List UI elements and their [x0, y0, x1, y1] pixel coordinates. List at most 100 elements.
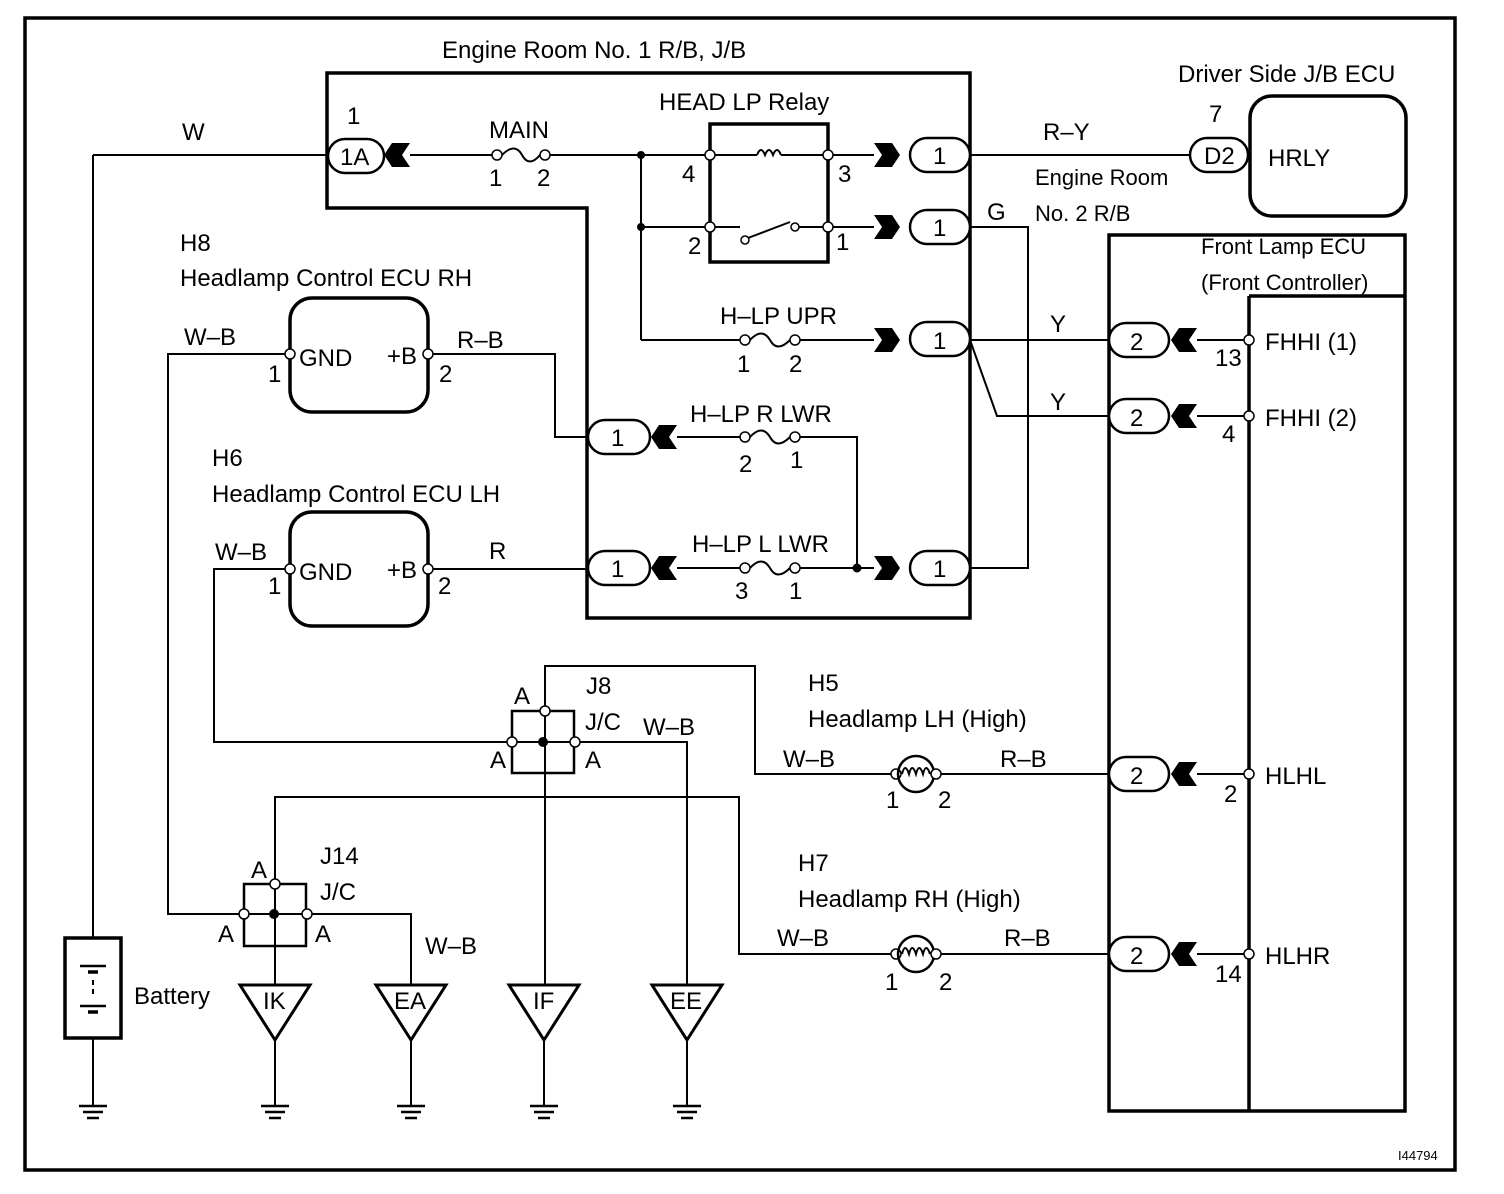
wire-r-b-h8	[433, 353, 588, 438]
terminal-hlhl: HLHL	[1265, 763, 1326, 790]
h8-code: H8	[180, 230, 211, 257]
svg-text:1: 1	[268, 573, 281, 600]
ground-if: IF	[506, 983, 582, 1120]
fuse-h-lp-upr-label: H–LP UPR	[720, 303, 837, 330]
svg-text:IK: IK	[263, 988, 286, 1015]
ecu-connector-fhhi2: 2 4 FHHI (2)	[1107, 397, 1357, 448]
connector-1-upr: 1	[908, 320, 972, 358]
svg-text:+B: +B	[387, 557, 417, 584]
terminal-fhhi1: FHHI (1)	[1265, 329, 1357, 356]
head-lp-relay-label: HEAD LP Relay	[659, 89, 829, 116]
svg-text:A: A	[315, 921, 331, 948]
svg-text:1: 1	[737, 351, 750, 378]
fuse-main: MAIN 1 2	[410, 117, 709, 192]
svg-text:1: 1	[933, 143, 946, 170]
h6-code: H6	[212, 445, 243, 472]
svg-text:2: 2	[1130, 405, 1143, 432]
connector-1-out-rly: 1	[908, 136, 972, 174]
battery: Battery	[63, 936, 210, 1120]
svg-text:3: 3	[735, 578, 748, 605]
ground-ik: IK	[237, 983, 313, 1120]
svg-text:J14: J14	[320, 843, 359, 870]
svg-text:IF: IF	[533, 988, 554, 1015]
wire-label-y: Y	[1050, 389, 1066, 416]
svg-text:A: A	[251, 857, 267, 884]
engine-room-2-label: Engine Room	[1035, 165, 1168, 190]
headlamp-control-ecu-rh: GND +B 1 2	[268, 296, 452, 414]
svg-text:GND: GND	[299, 345, 352, 372]
ecu-connector-fhhi1: 2 13 FHHI (1)	[1107, 321, 1357, 372]
outer-frame	[23, 16, 1457, 1172]
connector-1-llwr-in: 1	[586, 549, 652, 587]
wire-label-w-b: W–B	[184, 324, 236, 351]
fuse-h-lp-r-lwr: H–LP R LWR 2 1	[651, 401, 858, 568]
front-lamp-ecu-label-2: (Front Controller)	[1201, 270, 1368, 295]
wire-w-b-h6	[213, 568, 512, 743]
wire-label-g: G	[987, 199, 1006, 226]
svg-text:2: 2	[739, 451, 752, 478]
svg-text:1: 1	[790, 447, 803, 474]
engine-room-rb1-label: Engine Room No. 1 R/B, J/B	[442, 37, 746, 64]
wire-label-r-y: R–Y	[1043, 119, 1090, 146]
junction-connector-j8: J8 J/C W–B A A A	[490, 673, 695, 1040]
svg-text:7: 7	[1209, 101, 1222, 128]
svg-text:W–B: W–B	[425, 933, 477, 960]
pin-1a-number: 1	[347, 103, 360, 130]
svg-text:1: 1	[489, 165, 502, 192]
driver-side-jb-ecu: Driver Side J/B ECU HRLY	[1178, 61, 1408, 218]
h7-name: Headlamp RH (High)	[798, 886, 1021, 913]
head-lp-relay: HEAD LP Relay 4 3 2 1	[659, 89, 851, 264]
fuse-h-lp-l-lwr: H–LP L LWR 3 1	[651, 531, 900, 605]
svg-text:2: 2	[439, 361, 452, 388]
wire-label-r-b: R–B	[457, 327, 504, 354]
svg-text:3: 3	[838, 161, 851, 188]
connector-1-rlwr: 1	[586, 418, 652, 456]
svg-text:4: 4	[1222, 421, 1235, 448]
svg-text:W–B: W–B	[777, 925, 829, 952]
svg-text:14: 14	[1215, 961, 1242, 988]
svg-text:2: 2	[438, 573, 451, 600]
svg-text:2: 2	[688, 233, 701, 260]
svg-text:+B: +B	[387, 343, 417, 370]
svg-text:GND: GND	[299, 559, 352, 586]
svg-text:A: A	[218, 921, 234, 948]
h7-code: H7	[798, 850, 829, 877]
driver-jb-ecu-label: Driver Side J/B ECU	[1178, 61, 1395, 88]
front-lamp-ecu: Front Lamp ECU (Front Controller)	[1107, 233, 1407, 1113]
wire-y-2	[969, 339, 1108, 417]
fuse-h-lp-l-lwr-label: H–LP L LWR	[692, 531, 829, 558]
wire-g	[970, 226, 1029, 569]
svg-text:4: 4	[682, 161, 695, 188]
svg-text:EA: EA	[394, 988, 426, 1015]
svg-text:R–B: R–B	[1004, 925, 1051, 952]
wire-label-w-b: W–B	[215, 539, 267, 566]
svg-text:1: 1	[933, 215, 946, 242]
svg-text:2: 2	[939, 969, 952, 996]
svg-text:1: 1	[611, 425, 624, 452]
svg-text:A: A	[585, 747, 601, 774]
fuse-h-lp-upr: H–LP UPR 1 2	[641, 303, 900, 378]
svg-text:A: A	[514, 683, 530, 710]
svg-text:2: 2	[1130, 943, 1143, 970]
svg-text:2: 2	[537, 165, 550, 192]
junction-connector-j14: J14 J/C W–B A A A	[218, 843, 477, 985]
wire-label-r: R	[489, 538, 506, 565]
ground-ea: EA	[373, 983, 449, 1120]
svg-text:1A: 1A	[340, 144, 369, 171]
svg-text:W–B: W–B	[643, 714, 695, 741]
svg-text:1: 1	[933, 556, 946, 583]
svg-text:2: 2	[1224, 781, 1237, 808]
svg-text:1: 1	[268, 361, 281, 388]
svg-text:1: 1	[886, 787, 899, 814]
svg-text:D2: D2	[1204, 143, 1235, 170]
h6-name: Headlamp Control ECU LH	[212, 481, 500, 508]
engine-room-rb1-box: Engine Room No. 1 R/B, J/B	[325, 37, 972, 620]
fuse-main-label: MAIN	[489, 117, 549, 144]
front-lamp-ecu-label: Front Lamp ECU	[1201, 234, 1366, 259]
ground-ee: EE	[649, 983, 725, 1120]
connector-1a: 1A 1	[326, 103, 410, 175]
h8-name: Headlamp Control ECU RH	[180, 265, 472, 292]
hrly-terminal: HRLY	[1268, 145, 1330, 172]
ecu-connector-hlhl: 2 2 HLHL	[1107, 755, 1326, 808]
svg-text:1: 1	[611, 556, 624, 583]
